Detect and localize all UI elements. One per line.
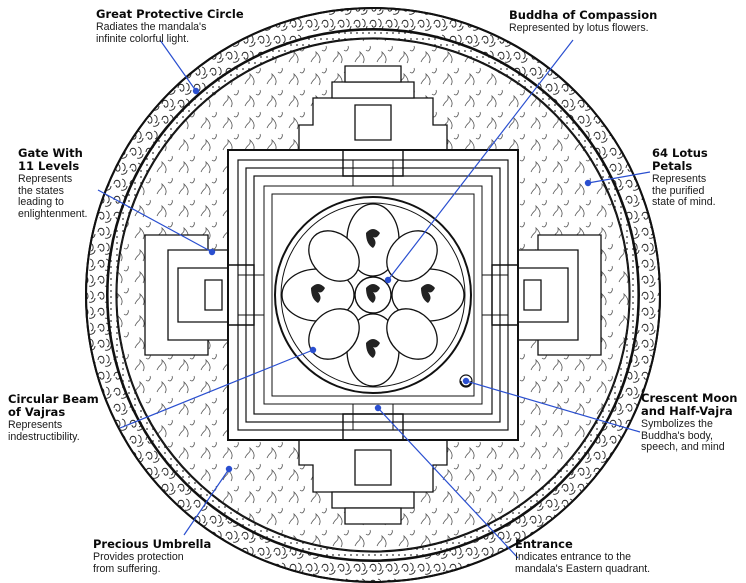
label-circular-beam-of-vajras: Circular Beam of Vajras Represents indes…: [8, 393, 138, 443]
label-entrance: Entrance Indicates entrance to the manda…: [515, 538, 745, 576]
label-desc: infinite colorful light.: [96, 34, 296, 46]
label-title: of Vajras: [8, 406, 138, 419]
label-crescent-moon-half-vajra: Crescent Moon and Half-Vajra Symbolizes …: [641, 392, 746, 454]
label-desc: Radiates the mandala's: [96, 22, 296, 34]
label-desc: enlightenment.: [18, 209, 110, 221]
label-title: 64 Lotus: [652, 147, 744, 160]
central-lotus: [275, 197, 471, 393]
label-desc: Represents: [18, 174, 110, 186]
label-desc: state of mind.: [652, 197, 744, 209]
label-title: Petals: [652, 160, 744, 173]
label-desc: speech, and mind: [641, 442, 746, 454]
label-title: 11 Levels: [18, 160, 110, 173]
label-desc: Represents: [652, 174, 744, 186]
label-title: Precious Umbrella: [93, 538, 283, 551]
label-desc: indestructibility.: [8, 432, 138, 444]
label-buddha-of-compassion: Buddha of Compassion Represented by lotu…: [509, 9, 719, 35]
label-title: Entrance: [515, 538, 745, 551]
label-desc: mandala's Eastern quadrant.: [515, 564, 745, 576]
label-title: and Half-Vajra: [641, 405, 746, 418]
label-gate-with-11-levels: Gate With 11 Levels Represents the state…: [18, 147, 110, 221]
label-desc: Represented by lotus flowers.: [509, 23, 719, 35]
label-great-protective-circle: Great Protective Circle Radiates the man…: [96, 8, 296, 46]
label-desc: Represents: [8, 420, 138, 432]
label-desc: Symbolizes the: [641, 419, 746, 431]
label-title: Gate With: [18, 147, 110, 160]
label-desc: Indicates entrance to the: [515, 552, 745, 564]
label-title: Crescent Moon: [641, 392, 746, 405]
label-precious-umbrella: Precious Umbrella Provides protection fr…: [93, 538, 283, 576]
label-title: Circular Beam: [8, 393, 138, 406]
label-desc: Provides protection: [93, 552, 283, 564]
label-desc: from suffering.: [93, 564, 283, 576]
label-title: Buddha of Compassion: [509, 9, 719, 22]
label-title: Great Protective Circle: [96, 8, 296, 21]
label-64-lotus-petals: 64 Lotus Petals Represents the purified …: [652, 147, 744, 209]
